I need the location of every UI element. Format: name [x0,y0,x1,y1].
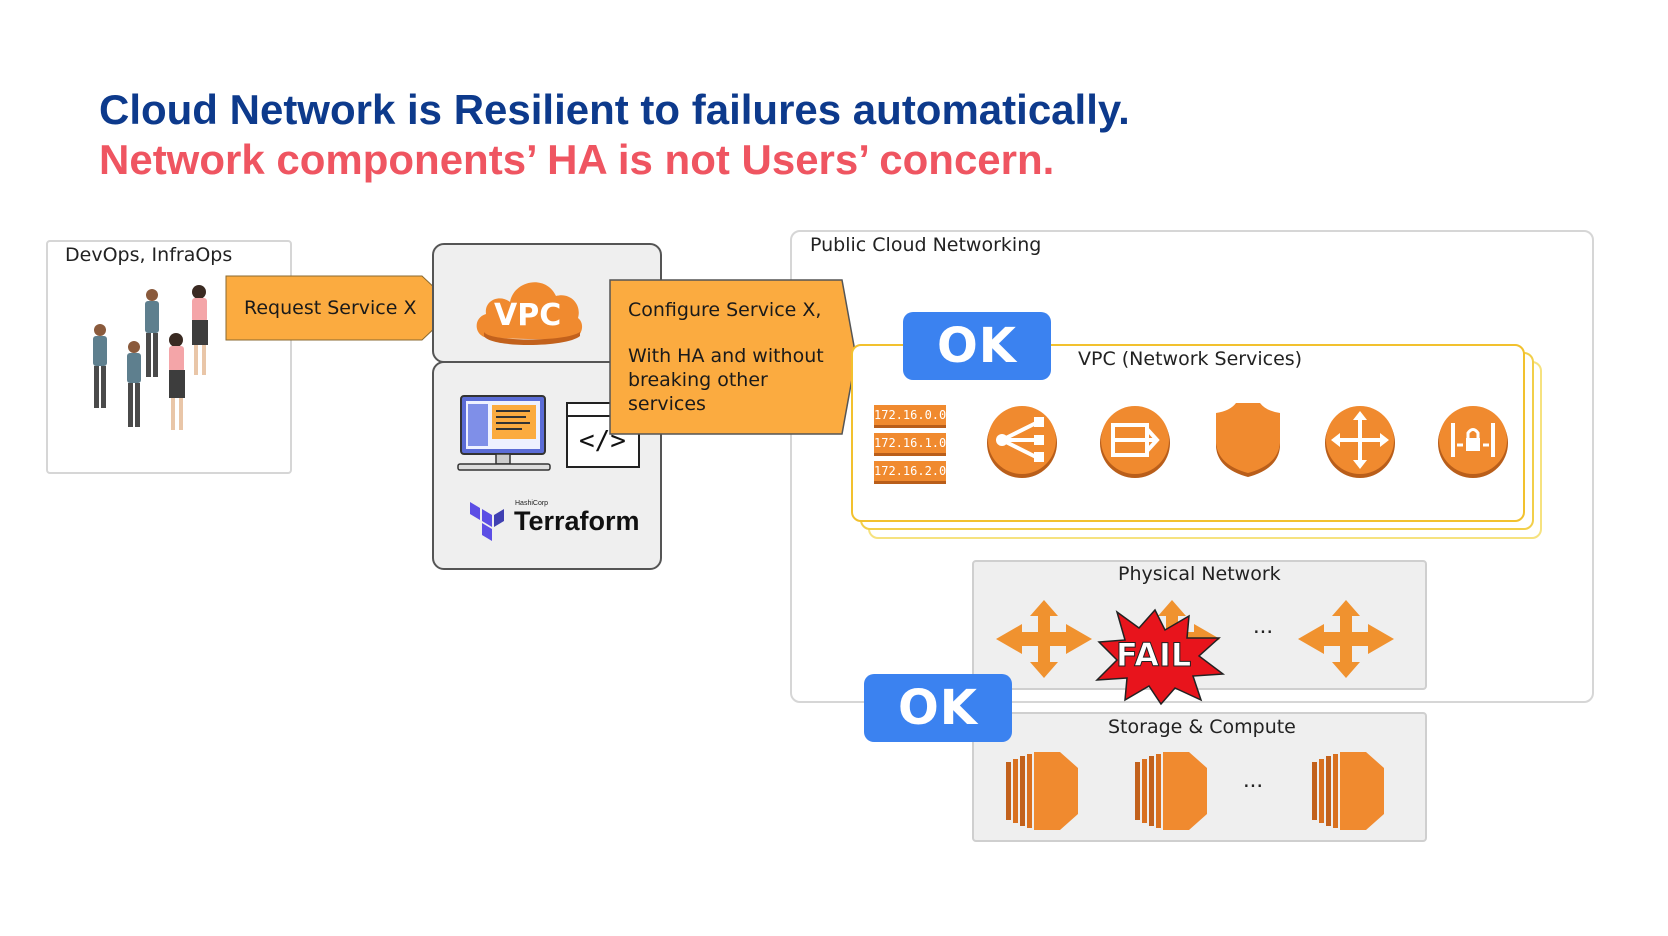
physical-ellipsis: ... [1253,612,1274,639]
firewall-shield-icon [1216,403,1280,477]
subnet-item: 172.16.0.0 [874,405,946,428]
compute-instance-icon [1006,752,1078,830]
configure-arrow-title: Configure Service X, [628,299,822,321]
public-cloud-label: Public Cloud Networking [810,234,1042,256]
compute-instance-icon [1312,752,1384,830]
storage-compute-label: Storage & Compute [1108,716,1296,738]
users-panel [46,240,292,474]
network-switch-icon [1298,600,1394,678]
vpc-logo-text: VPC [494,298,562,333]
people-icon [93,285,208,430]
configure-arrow-detail: With HA and without breaking other servi… [628,345,824,415]
storage-ok-badge: OK [864,674,1012,742]
request-arrow-label: Request Service X [244,297,417,319]
subnet-item: 172.16.2.0 [874,461,946,484]
users-label: DevOps, InfraOps [65,244,233,266]
terraform-brand: HashiCorp [515,500,549,507]
configure-arrow [609,279,857,435]
vpc-cloud-icon [476,282,583,345]
title-line-1: Cloud Network is Resilient to failures a… [99,86,1130,133]
fail-label: FAIL [1115,636,1192,675]
gateway-icon [1325,406,1395,478]
subnet-item: 172.16.1.0 [874,433,946,456]
load-balancer-icon [987,406,1057,478]
subnet-list: 172.16.0.0 172.16.1.0 172.16.2.0 [874,405,946,484]
terraform-wordmark: Terraform [514,506,640,536]
vpc-ok-badge: OK [903,312,1051,380]
terraform-logo-icon [470,502,504,541]
monitor-code-icon [457,395,551,471]
router-icon [1100,406,1170,478]
compute-instance-icon [1135,752,1207,830]
vpc-services-label: VPC (Network Services) [1078,348,1303,370]
vpn-gateway-icon [1438,406,1508,478]
storage-ellipsis: ... [1243,766,1264,793]
physical-network-label: Physical Network [1118,563,1281,585]
title-line-2: Network components’ HA is not Users’ con… [99,136,1055,183]
network-switch-icon [996,600,1092,678]
fail-burst-icon [1095,608,1226,706]
